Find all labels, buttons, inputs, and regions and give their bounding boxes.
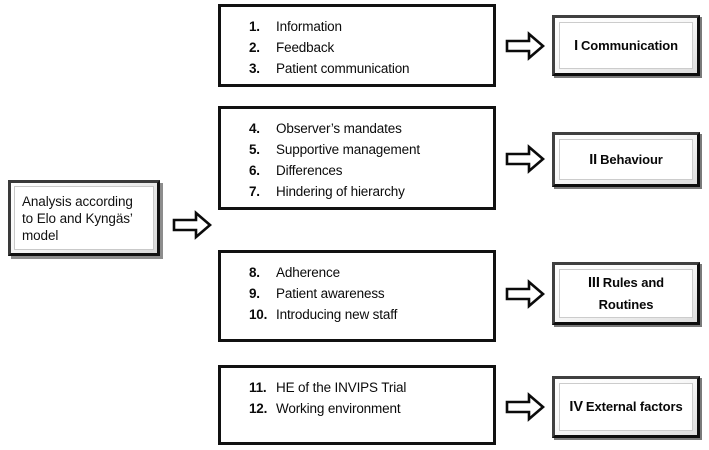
list-item: 12. Working environment: [249, 398, 493, 419]
list-item: 1. Information: [249, 16, 493, 37]
category-box-rules-and-routines: 8. Adherence 9. Patient awareness 10. In…: [218, 250, 496, 342]
theme-communication-label: Communication: [581, 37, 678, 53]
arrow-to-theme-rules-and-routines: [505, 279, 545, 309]
source-node-inner: Analysis according to Elo and Kyngäs’ mo…: [14, 186, 154, 250]
theme-external-factors-label: External factors: [585, 399, 683, 414]
list-item-label: Hindering of hierarchy: [276, 184, 405, 199]
list-item-number: 12.: [249, 401, 268, 416]
theme-rules-and-routines-roman: III: [587, 275, 600, 291]
list-item-label: Patient awareness: [276, 286, 385, 301]
category-box-external-factors: 11. HE of the INVIPS Trial 12. Working e…: [218, 365, 496, 445]
list-item-label: Adherence: [276, 265, 340, 280]
list-item-label: HE of the INVIPS Trial: [276, 380, 407, 395]
list-item-label: Patient communication: [276, 61, 410, 76]
theme-behaviour-label: Behaviour: [600, 151, 663, 167]
list-item: 2. Feedback: [249, 37, 493, 58]
list-item-number: 1.: [249, 19, 260, 34]
list-item-number: 5.: [249, 142, 260, 157]
list-item-label: Information: [276, 19, 342, 34]
arrow-to-theme-behaviour: [505, 144, 545, 174]
arrow-to-theme-communication: [505, 31, 545, 61]
source-node: Analysis according to Elo and Kyngäs’ mo…: [8, 180, 160, 256]
theme-external-factors-roman: IV: [569, 399, 583, 415]
list-item-number: 11.: [249, 380, 267, 395]
category-list-external-factors: 11. HE of the INVIPS Trial 12. Working e…: [221, 368, 493, 419]
list-item-label: Feedback: [276, 40, 335, 55]
list-item-label: Supportive management: [276, 142, 420, 157]
list-item-number: 7.: [249, 184, 260, 199]
arrow-source-to-categories: [172, 210, 212, 240]
theme-communication-roman: I: [574, 37, 578, 54]
list-item: 11. HE of the INVIPS Trial: [249, 377, 493, 398]
list-item: 5. Supportive management: [249, 139, 493, 160]
arrow-to-theme-external-factors: [505, 392, 545, 422]
list-item-label: Introducing new staff: [276, 307, 398, 322]
list-item-number: 6.: [249, 163, 260, 178]
theme-behaviour-roman: II: [589, 151, 598, 168]
list-item: 8. Adherence: [249, 262, 493, 283]
category-list-communication: 1. Information 2. Feedback 3. Patient co…: [221, 7, 493, 79]
theme-rules-and-routines-label: Rules and Routines: [598, 275, 665, 312]
category-list-rules-and-routines: 8. Adherence 9. Patient awareness 10. In…: [221, 253, 493, 325]
list-item-number: 9.: [249, 286, 260, 301]
list-item-number: 8.: [249, 265, 260, 280]
list-item-label: Observer’s mandates: [276, 121, 402, 136]
list-item: 10. Introducing new staff: [249, 304, 493, 325]
list-item: 3. Patient communication: [249, 58, 493, 79]
list-item: 6. Differences: [249, 160, 493, 181]
category-list-behaviour: 4. Observer’s mandates 5. Supportive man…: [221, 109, 493, 202]
list-item-number: 3.: [249, 61, 260, 76]
list-item-label: Differences: [276, 163, 343, 178]
category-box-behaviour: 4. Observer’s mandates 5. Supportive man…: [218, 106, 496, 210]
list-item: 9. Patient awareness: [249, 283, 493, 304]
list-item: 7. Hindering of hierarchy: [249, 181, 493, 202]
source-node-label: Analysis according to Elo and Kyngäs’ mo…: [22, 193, 133, 243]
list-item-number: 4.: [249, 121, 260, 136]
list-item-number: 2.: [249, 40, 260, 55]
list-item-number: 10.: [249, 307, 268, 322]
list-item: 4. Observer’s mandates: [249, 118, 493, 139]
category-box-communication: 1. Information 2. Feedback 3. Patient co…: [218, 4, 496, 87]
list-item-label: Working environment: [276, 401, 401, 416]
